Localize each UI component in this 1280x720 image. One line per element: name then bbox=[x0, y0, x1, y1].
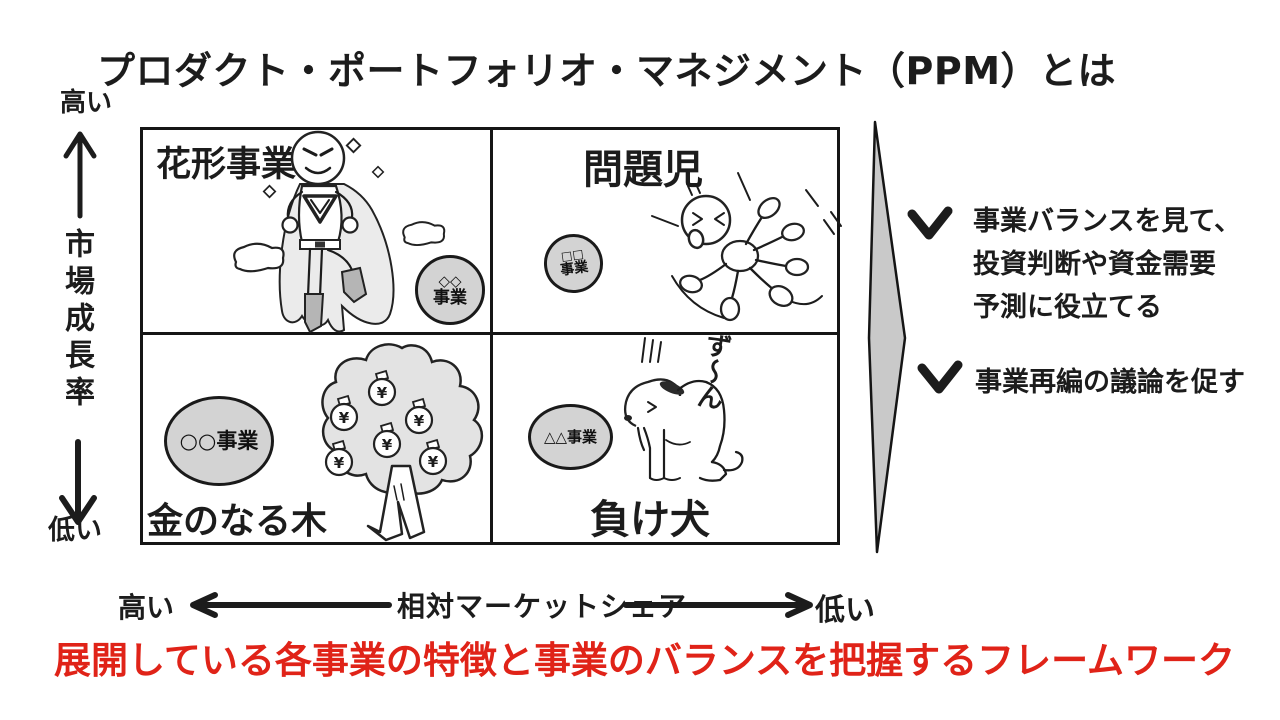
note-line: 事業再編の議論を促す bbox=[975, 367, 1245, 398]
bubble-dog-text: △△事業 bbox=[543, 427, 598, 446]
x-axis-high-label: 高い bbox=[118, 591, 175, 624]
cloud-icon bbox=[233, 242, 285, 273]
sparkle-icon bbox=[371, 165, 385, 179]
matrix-vertical-divider bbox=[490, 130, 493, 542]
bubble-problem-line2: 事業 bbox=[559, 259, 590, 280]
money-bag-icon: ¥ bbox=[404, 397, 434, 435]
quadrant-label-dog: 負け犬 bbox=[590, 497, 710, 543]
quadrant-label-problem-child: 問題児 bbox=[583, 147, 703, 193]
money-bag-icon: ¥ bbox=[367, 369, 397, 407]
y-axis-down-arrow-icon bbox=[59, 439, 97, 525]
y-axis-high-label: 高い bbox=[60, 88, 113, 118]
page-title: プロダクト・ポートフォリオ・マネジメント（PPM）とは bbox=[97, 49, 1117, 93]
sparkle-icon bbox=[262, 184, 277, 199]
money-bag-icon: ¥ bbox=[418, 438, 448, 476]
sad-dog-illustration bbox=[623, 337, 744, 482]
svg-text:¥: ¥ bbox=[377, 384, 388, 402]
note-restructuring: 事業再編の議論を促す bbox=[975, 360, 1245, 399]
y-axis-label: 市場成長率 bbox=[59, 228, 94, 413]
note-line: 投資判断や資金需要 bbox=[973, 249, 1216, 280]
svg-text:¥: ¥ bbox=[428, 453, 439, 471]
note-line: 予測に役立てる bbox=[973, 292, 1162, 323]
checkmark-icon bbox=[917, 360, 963, 394]
svg-text:¥: ¥ bbox=[334, 454, 345, 472]
bubble-star-line2: 事業 bbox=[433, 287, 467, 308]
tantrum-child-illustration bbox=[651, 172, 842, 322]
matrix-horizontal-divider bbox=[143, 332, 837, 335]
bubble-star-line1: ◇◇ bbox=[438, 271, 462, 290]
funnel-arrow-shape bbox=[867, 120, 907, 554]
gloom-lines-icon bbox=[641, 337, 662, 363]
business-bubble-cash-cow: ○○事業 bbox=[164, 396, 274, 486]
quadrant-label-cash-cow: 金のなる木 bbox=[147, 501, 328, 542]
money-bag-icon: ¥ bbox=[329, 394, 359, 432]
y-axis-low-label: 低い bbox=[48, 515, 102, 546]
money-tree-illustration: ¥ ¥ ¥ ¥ ¥ ¥ bbox=[321, 343, 483, 542]
x-axis-right-arrow-icon bbox=[623, 592, 813, 618]
bubble-cash-cow-text: ○○事業 bbox=[179, 428, 259, 453]
footer-summary: 展開している各事業の特徴と事業のバランスを把握するフレームワーク bbox=[54, 639, 1236, 682]
business-bubble-star: ◇◇ 事業 bbox=[415, 255, 485, 325]
note-line: 事業バランスを見て、 bbox=[973, 206, 1242, 237]
business-bubble-dog: △△事業 bbox=[528, 404, 613, 470]
checkmark-icon bbox=[907, 206, 953, 240]
y-axis-up-arrow-icon bbox=[63, 131, 97, 219]
svg-text:¥: ¥ bbox=[414, 412, 425, 430]
note-business-balance: 事業バランスを見て、 投資判断や資金需要 予測に役立てる bbox=[973, 200, 1241, 329]
x-axis-left-arrow-icon bbox=[190, 592, 392, 618]
quadrant-label-star: 花形事業 bbox=[156, 145, 297, 185]
money-bag-icon: ¥ bbox=[372, 421, 402, 459]
svg-text:¥: ¥ bbox=[382, 436, 393, 454]
svg-text:¥: ¥ bbox=[339, 409, 350, 427]
x-axis-low-label: 低い bbox=[815, 593, 875, 628]
money-bag-icon: ¥ bbox=[324, 439, 354, 477]
sparkle-icon bbox=[345, 137, 362, 154]
superhero-illustration bbox=[278, 130, 395, 334]
cloud-icon bbox=[402, 221, 446, 247]
